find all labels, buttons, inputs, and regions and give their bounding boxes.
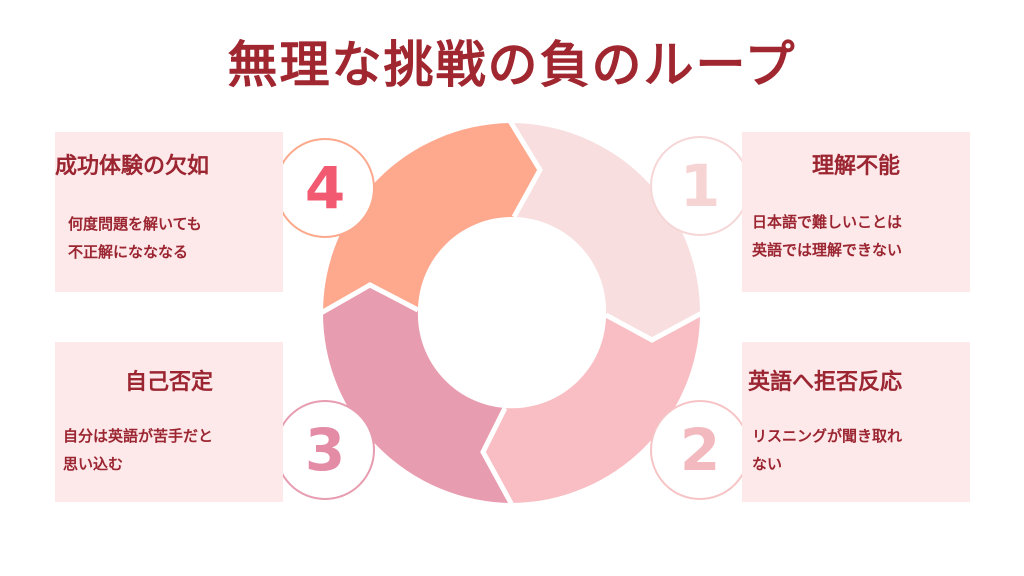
- step-card-2: 英語へ拒否反応 リスニングが聞き取れ ない: [742, 342, 970, 502]
- segment-3: [323, 285, 512, 503]
- description-line: 英語では理解できない: [752, 241, 903, 259]
- step-description: リスニングが聞き取れ ない: [752, 422, 902, 478]
- step-description: 自分は英語が苦手だと 思い込む: [63, 422, 213, 478]
- step-heading: 自己否定: [124, 370, 213, 395]
- description-line: 自分は英語が苦手だと: [63, 427, 214, 445]
- page-title: 無理な挑戦の負のループ: [227, 36, 797, 94]
- step-card-3: 自己否定 自分は英語が苦手だと 思い込む: [55, 342, 283, 502]
- step-number-4: 4: [275, 138, 375, 238]
- step-number-1: 1: [650, 136, 750, 236]
- description-line: リスニングが聞き取れ: [752, 427, 903, 445]
- segment-2: [483, 315, 700, 503]
- step-number-2: 2: [650, 400, 750, 500]
- step-number-3: 3: [275, 400, 375, 500]
- step-heading: 成功体験の欠如: [55, 154, 210, 179]
- step-description: 日本語で難しいことは 英語では理解できない: [752, 208, 902, 264]
- description-line: 思い込む: [63, 455, 124, 473]
- step-card-1: 理解不能 日本語で難しいことは 英語では理解できない: [742, 132, 970, 292]
- segment-4: [323, 123, 540, 313]
- step-heading: 理解不能: [811, 154, 900, 179]
- step-description: 何度問題を解いても 不正解になななる: [68, 210, 202, 266]
- step-heading: 英語へ拒否反応: [748, 370, 903, 395]
- description-line: 不正解になななる: [68, 243, 189, 261]
- description-line: ない: [752, 455, 783, 473]
- segment-1: [510, 123, 701, 340]
- description-line: 日本語で難しいことは: [752, 213, 903, 231]
- step-card-4: 成功体験の欠如 何度問題を解いても 不正解になななる: [55, 132, 283, 292]
- description-line: 何度問題を解いても: [68, 215, 202, 233]
